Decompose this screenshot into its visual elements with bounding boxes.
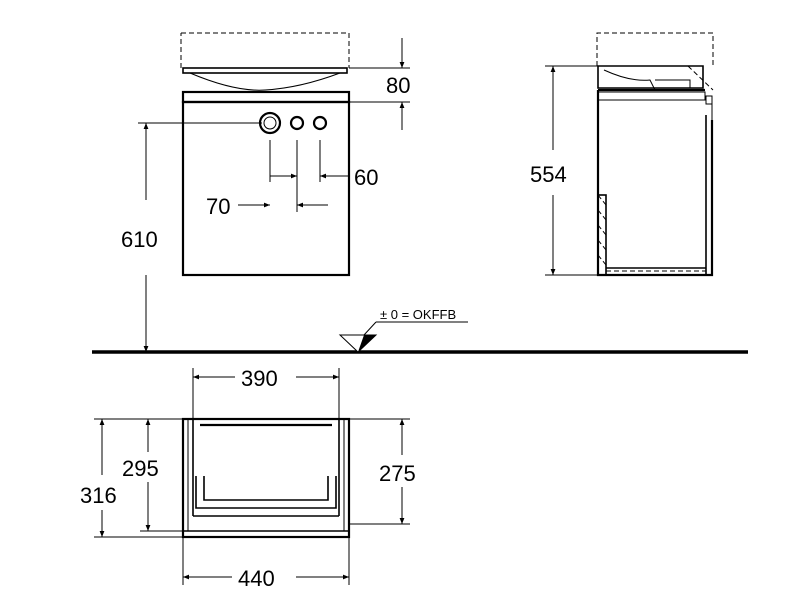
basin-outline-side [596, 32, 714, 66]
dim-label-295: 295 [122, 456, 159, 481]
basin-shelf-front [181, 90, 351, 104]
dimension-70: 70 [206, 194, 328, 219]
dim-label-80: 80 [386, 73, 410, 98]
dim-label-440: 440 [238, 566, 275, 591]
side-view [596, 32, 714, 277]
basin-rim-front [182, 67, 348, 74]
dimension-554: 554 [530, 65, 598, 276]
plan-view [181, 417, 351, 539]
dimension-440: 440 [182, 537, 350, 591]
dimension-295: 295 [122, 418, 183, 532]
dim-label-390: 390 [241, 366, 278, 391]
basin-bowl-front [189, 72, 341, 91]
dimension-60: 60 [270, 165, 378, 190]
dimension-275: 275 [349, 418, 416, 525]
plan-outer [181, 417, 351, 539]
dim-label-60: 60 [354, 165, 378, 190]
basin-outline-front [180, 32, 350, 68]
cabinet-side [596, 90, 714, 277]
dim-label-554: 554 [530, 162, 567, 187]
cabinet-front [181, 100, 351, 277]
tap-hole-large [258, 111, 282, 135]
dim-label-275: 275 [379, 461, 416, 486]
front-view [138, 32, 351, 277]
dimension-390: 390 [192, 366, 340, 420]
dimension-610: 610 [121, 123, 158, 352]
dim-label-316: 316 [80, 483, 117, 508]
tap-hole-right [312, 115, 328, 131]
floor-line: ± 0 = OKFFB [92, 307, 748, 354]
dimension-80: 80 [349, 38, 410, 130]
handle-side [705, 95, 713, 105]
dimension-316: 316 [80, 418, 183, 538]
dim-label-610: 610 [121, 227, 158, 252]
dim-label-70: 70 [206, 194, 230, 219]
floor-reference-label: ± 0 = OKFFB [380, 307, 456, 322]
tap-hole-large-inner [263, 116, 277, 130]
basin-side [597, 65, 704, 89]
tap-hole-middle [289, 115, 305, 131]
drawer-plan [203, 476, 329, 501]
